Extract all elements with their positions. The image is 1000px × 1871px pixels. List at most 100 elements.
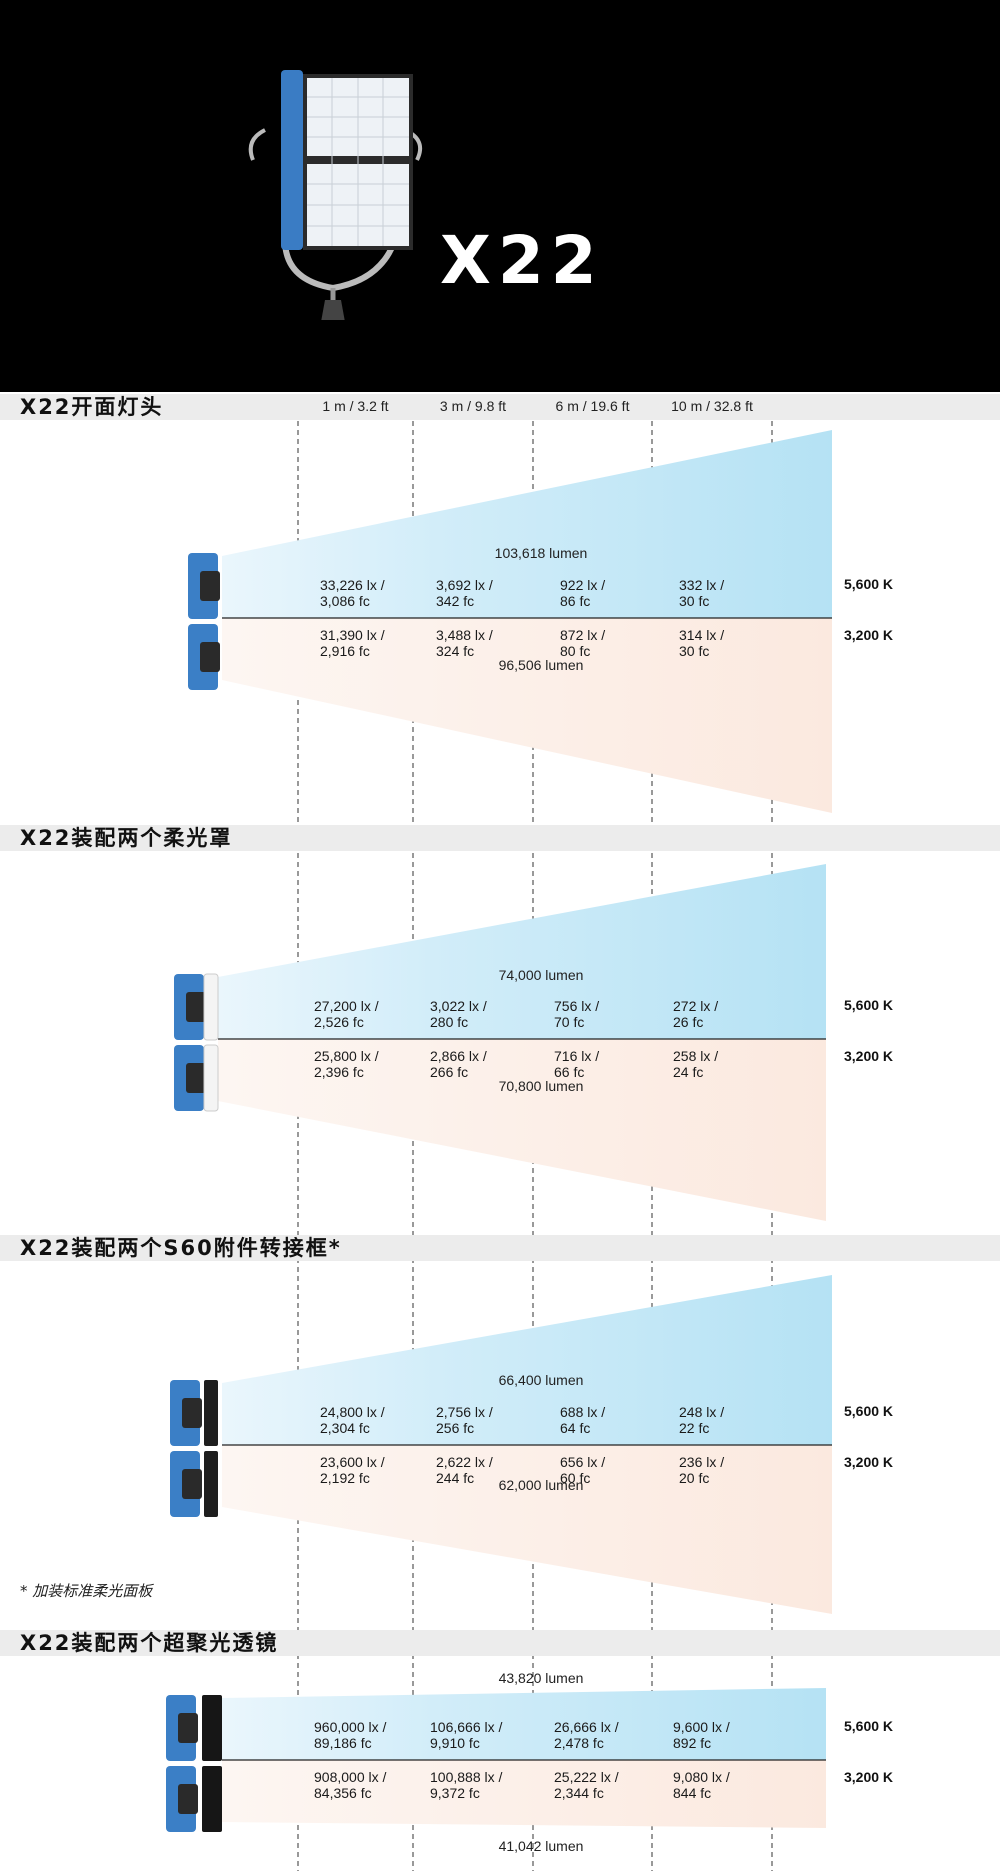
- illuminance-fc: 256 fc: [436, 1420, 474, 1436]
- illuminance-fc: 24 fc: [673, 1064, 703, 1080]
- illuminance-lx: 9,080 lx /: [673, 1769, 730, 1785]
- lens-icon: [202, 1695, 222, 1761]
- illuminance-lx: 922 lx /: [560, 577, 605, 593]
- illuminance-fc: 2,344 fc: [554, 1785, 604, 1801]
- illuminance-fc: 86 fc: [560, 593, 590, 609]
- illuminance-lx: 25,222 lx /: [554, 1769, 619, 1785]
- illuminance-fc: 22 fc: [679, 1420, 709, 1436]
- illuminance-lx: 756 lx /: [554, 998, 599, 1014]
- illuminance-fc: 30 fc: [679, 593, 709, 609]
- illuminance-lx: 27,200 lx /: [314, 998, 379, 1014]
- lumen-output: 70,800 lumen: [499, 1078, 584, 1094]
- section-band: [0, 1630, 1000, 1656]
- illuminance-fc: 324 fc: [436, 643, 474, 659]
- fixture-side-icon: [166, 1766, 222, 1832]
- illuminance-lx: 26,666 lx /: [554, 1719, 619, 1735]
- illuminance-fc: 3,086 fc: [320, 593, 370, 609]
- fixture-yoke: [200, 642, 220, 672]
- illuminance-lx: 332 lx /: [679, 577, 724, 593]
- illuminance-fc: 9,372 fc: [430, 1785, 480, 1801]
- daylight-beam: [222, 1275, 832, 1445]
- illuminance-lx: 31,390 lx /: [320, 627, 385, 643]
- illuminance-lx: 248 lx /: [679, 1404, 724, 1420]
- color-temperature: 3,200 K: [844, 1454, 893, 1470]
- section-band: [0, 825, 1000, 851]
- footnote: * 加装标准柔光面板: [20, 1582, 154, 1600]
- illuminance-fc: 844 fc: [673, 1785, 711, 1801]
- illuminance-lx: 272 lx /: [673, 998, 718, 1014]
- fixture-side-icon: [188, 553, 220, 619]
- tungsten-beam: [222, 618, 832, 813]
- distance-label: 10 m / 32.8 ft: [671, 398, 753, 414]
- section-band: [0, 1235, 1000, 1261]
- adapter-frame-icon: [204, 1451, 218, 1517]
- fixture-side-icon: [188, 624, 220, 690]
- illuminance-lx: 23,600 lx /: [320, 1454, 385, 1470]
- illuminance-fc: 2,478 fc: [554, 1735, 604, 1751]
- illuminance-lx: 24,800 lx /: [320, 1404, 385, 1420]
- color-temperature: 5,600 K: [844, 1403, 893, 1419]
- diffuser-panel-icon: [203, 1044, 219, 1112]
- illuminance-fc: 280 fc: [430, 1014, 468, 1030]
- illuminance-fc: 84,356 fc: [314, 1785, 372, 1801]
- adapter-frame-icon: [204, 1380, 218, 1446]
- fixture-side-icon: [170, 1451, 218, 1517]
- fixture-side-icon: [174, 973, 219, 1041]
- illuminance-lx: 688 lx /: [560, 1404, 605, 1420]
- illuminance-fc: 244 fc: [436, 1470, 474, 1486]
- illuminance-fc: 20 fc: [679, 1470, 709, 1486]
- illuminance-fc: 2,526 fc: [314, 1014, 364, 1030]
- illuminance-lx: 236 lx /: [679, 1454, 724, 1470]
- lumen-output: 41,042 lumen: [499, 1838, 584, 1854]
- illuminance-fc: 2,916 fc: [320, 643, 370, 659]
- illuminance-lx: 3,022 lx /: [430, 998, 487, 1014]
- daylight-beam: [222, 430, 832, 618]
- illuminance-lx: 960,000 lx /: [314, 1719, 386, 1735]
- illuminance-lx: 9,600 lx /: [673, 1719, 730, 1735]
- tungsten-beam: [222, 1760, 826, 1828]
- lumen-output: 43,820 lumen: [499, 1670, 584, 1686]
- lumen-output: 62,000 lumen: [499, 1477, 584, 1493]
- lamp-fixture-icon: [248, 70, 422, 320]
- illuminance-fc: 266 fc: [430, 1064, 468, 1080]
- fixture-yoke: [186, 1063, 206, 1093]
- lumen-output: 74,000 lumen: [499, 967, 584, 983]
- hero-banner: X22: [0, 0, 1000, 392]
- fixture-yoke: [186, 992, 206, 1022]
- illuminance-lx: 100,888 lx /: [430, 1769, 502, 1785]
- distance-label: 6 m / 19.6 ft: [556, 398, 630, 414]
- fixture-yoke: [178, 1784, 198, 1814]
- illuminance-fc: 2,192 fc: [320, 1470, 370, 1486]
- color-temperature: 3,200 K: [844, 1048, 893, 1064]
- section-title: X22装配两个S60附件转接框*: [20, 1236, 342, 1260]
- illuminance-lx: 872 lx /: [560, 627, 605, 643]
- color-temperature: 3,200 K: [844, 627, 893, 643]
- illuminance-fc: 60 fc: [560, 1470, 590, 1486]
- illuminance-lx: 314 lx /: [679, 627, 724, 643]
- lumen-output: 96,506 lumen: [499, 657, 584, 673]
- fixture-side-icon: [174, 1044, 219, 1112]
- fixture-side-icon: [170, 1380, 218, 1446]
- product-title: X22: [440, 222, 604, 299]
- color-temperature: 5,600 K: [844, 1718, 893, 1734]
- illuminance-lx: 716 lx /: [554, 1048, 599, 1064]
- illuminance-fc: 64 fc: [560, 1420, 590, 1436]
- lumen-output: 66,400 lumen: [499, 1372, 584, 1388]
- illuminance-fc: 2,304 fc: [320, 1420, 370, 1436]
- section-title: X22装配两个柔光罩: [20, 826, 232, 850]
- illuminance-lx: 908,000 lx /: [314, 1769, 386, 1785]
- color-temperature: 5,600 K: [844, 997, 893, 1013]
- illuminance-lx: 3,488 lx /: [436, 627, 493, 643]
- illuminance-lx: 25,800 lx /: [314, 1048, 379, 1064]
- fixture-yoke: [200, 571, 220, 601]
- illuminance-fc: 80 fc: [560, 643, 590, 659]
- illuminance-lx: 2,756 lx /: [436, 1404, 493, 1420]
- fixture-yoke: [178, 1713, 198, 1743]
- illuminance-lx: 2,622 lx /: [436, 1454, 493, 1470]
- distance-label: 1 m / 3.2 ft: [322, 398, 388, 414]
- section-band: [0, 394, 1000, 420]
- illuminance-lx: 106,666 lx /: [430, 1719, 502, 1735]
- distance-label: 3 m / 9.8 ft: [440, 398, 506, 414]
- illuminance-fc: 2,396 fc: [314, 1064, 364, 1080]
